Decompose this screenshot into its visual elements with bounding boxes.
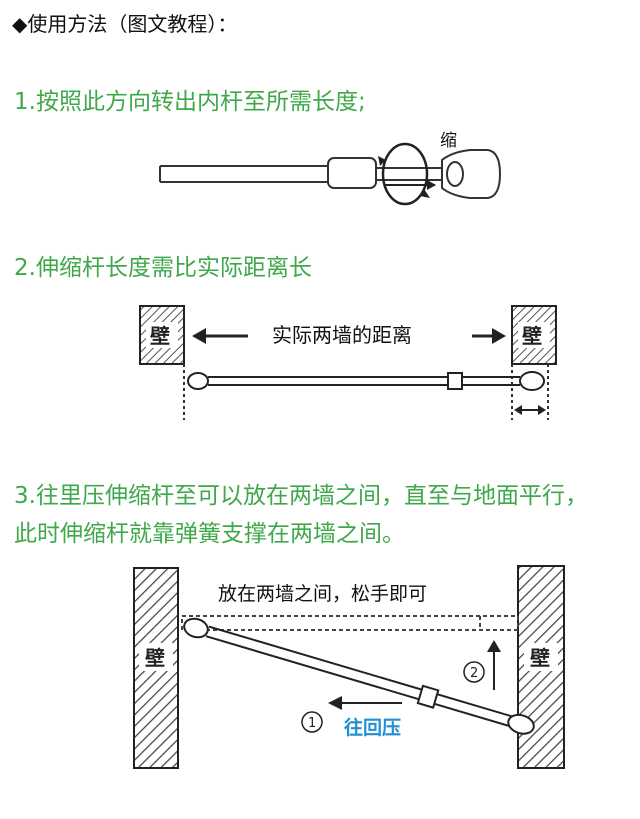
step-3-text-line2: 此时伸缩杆就靠弹簧支撑在两墙之间。 — [14, 521, 405, 547]
rod-right-cap — [519, 371, 545, 391]
shrink-label: 缩 — [440, 131, 457, 151]
right-wall-label: 壁 — [522, 324, 542, 348]
step-1-number: 1 — [308, 716, 316, 731]
rod-left-cap — [187, 372, 209, 390]
step-1-marker — [301, 711, 323, 733]
diagram-rotate-rod: 缩 — [159, 131, 502, 206]
step-2-text: 2.伸缩杆长度需比实际距离长 — [14, 255, 312, 281]
distance-label: 实际两墙的距离 — [272, 323, 412, 347]
tilted-rod — [183, 617, 535, 735]
diagram-press-install: 壁 壁 放在两墙之间，松手即可 2 1 往回压 — [133, 565, 565, 769]
step-2-number: 2 — [470, 666, 478, 681]
page-title: ◆使用方法（图文教程）： — [12, 12, 238, 36]
press-label: 往回压 — [344, 716, 401, 739]
install-caption: 放在两墙之间，松手即可 — [218, 583, 427, 605]
step-3-text-line1: 3.往里压伸缩杆至可以放在两墙之间，直至与地面平行， — [14, 483, 588, 509]
left-wall-label: 壁 — [150, 324, 170, 348]
diagram-rod-length: 壁 壁 实际两墙的距离 — [139, 305, 557, 420]
right-wall-label: 壁 — [530, 646, 550, 670]
step-2-marker — [463, 661, 485, 683]
final-position-rod — [181, 615, 519, 631]
rotation-arrow — [381, 142, 429, 206]
joint-collar — [327, 157, 377, 189]
left-wall-label: 壁 — [145, 646, 165, 670]
step-1-text: 1.按照此方向转出内杆至所需长度; — [14, 89, 366, 115]
